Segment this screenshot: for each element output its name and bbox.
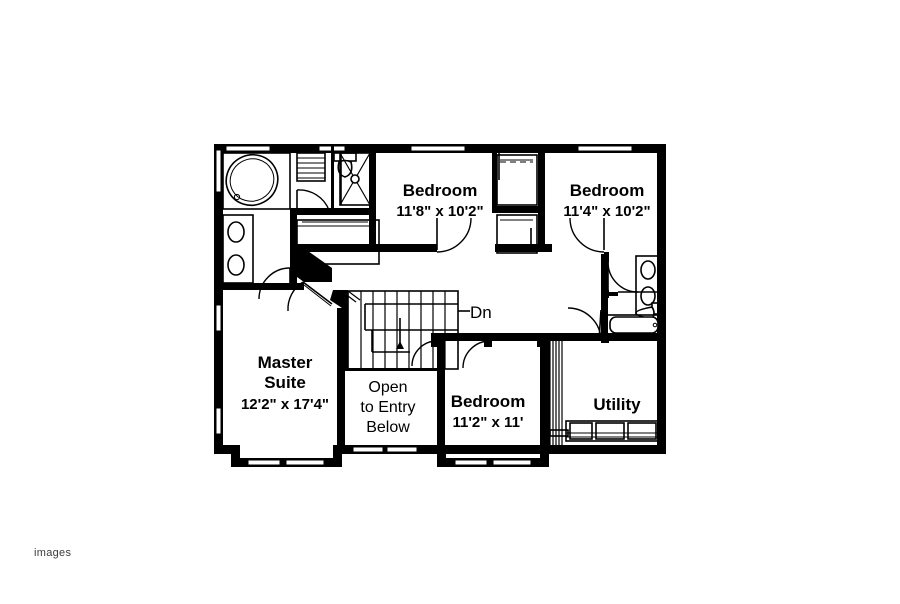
label-bedroom-4-name: Bedroom	[451, 392, 526, 411]
label-open-to-entry-line2: to Entry	[360, 399, 415, 416]
label-master-suite-name: Master	[258, 353, 313, 372]
closet-bedroom-3-icon	[496, 214, 538, 254]
door-master-bath	[258, 267, 291, 300]
label-bedroom-3-dims: 11'4" x 10'2"	[563, 203, 650, 220]
shower-stall-icon	[339, 152, 371, 206]
master-closet-shelf-icon	[296, 219, 380, 265]
label-bedroom-2-name: Bedroom	[403, 181, 478, 200]
label-open-to-entry-line3: Below	[366, 419, 410, 436]
label-open-to-entry-line1: Open	[368, 379, 407, 396]
bedroom-closets	[496, 152, 538, 254]
label-bedroom-4-dims: 11'2" x 11'	[453, 414, 524, 431]
label-bedroom-3-name: Bedroom	[570, 181, 645, 200]
hallway-openings	[437, 243, 604, 254]
linen-shelves-icon	[296, 152, 326, 182]
master-bath-fixtures	[222, 152, 380, 284]
door-master-suite	[287, 281, 333, 312]
door-jambs	[431, 290, 609, 347]
closet-bedroom-2-icon	[496, 152, 538, 206]
windows	[215, 145, 633, 466]
hall-toilet-icon	[635, 302, 661, 322]
linen-bifold-icon	[549, 341, 563, 452]
label-master-suite-name2: Suite	[264, 373, 306, 392]
hall-bathtub-icon	[605, 314, 663, 336]
label-bedroom-2-dims: 11'8" x 10'2"	[396, 203, 483, 220]
watermark-text: images	[34, 547, 72, 559]
door-bedroom-3	[569, 217, 605, 253]
utility-fixtures	[549, 420, 661, 442]
label-stairs-down: Dn	[470, 303, 492, 322]
staircase	[347, 290, 470, 370]
master-vanity-icon	[222, 214, 254, 284]
hall-bath-fixtures	[605, 255, 663, 336]
label-master-suite-dims: 12'2" x 17'4"	[241, 396, 329, 413]
room-labels: Master Suite 12'2" x 17'4" Bedroom 11'8"…	[241, 181, 651, 436]
oval-bathtub-icon	[222, 152, 291, 210]
door-utility	[567, 307, 602, 342]
washer-dryer-icon	[549, 420, 661, 442]
door-master-wc	[296, 189, 330, 211]
label-utility-name: Utility	[593, 395, 641, 414]
door-bedroom-2	[436, 217, 472, 253]
